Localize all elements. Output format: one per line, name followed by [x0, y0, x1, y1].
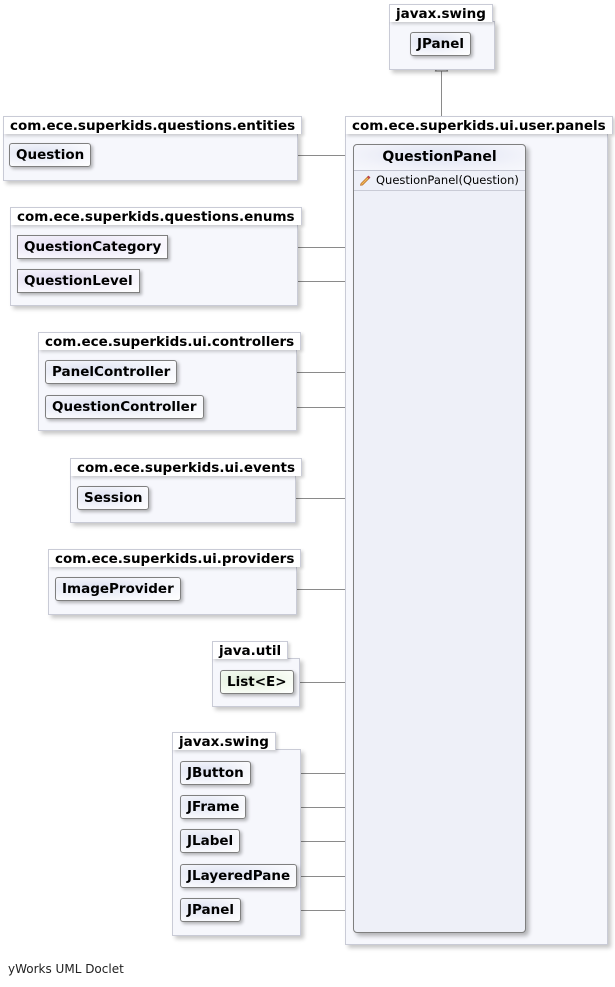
package-tab: com.ece.superkids.questions.entities — [3, 116, 303, 134]
class-question-level[interactable]: QuestionLevel — [17, 269, 140, 293]
class-jpanel-super[interactable]: JPanel — [410, 32, 472, 56]
class-jlabel[interactable]: JLabel — [180, 829, 241, 853]
class-question-panel[interactable]: QuestionPanel QuestionPanel(Question) — [353, 144, 526, 933]
class-panel-controller[interactable]: PanelController — [45, 360, 178, 384]
package-tab: com.ece.superkids.ui.user.panels — [345, 116, 613, 134]
package-questions-entities: com.ece.superkids.questions.entities Que… — [3, 116, 303, 181]
class-question-category[interactable]: QuestionCategory — [17, 235, 169, 259]
class-jlayeredpane[interactable]: JLayeredPane — [180, 864, 298, 888]
footer-credit: yWorks UML Doclet — [8, 962, 124, 976]
package-javax-swing-super: javax.swing JPanel — [389, 4, 495, 70]
class-list[interactable]: List<E> — [220, 670, 294, 694]
package-ui-providers: com.ece.superkids.ui.providers ImageProv… — [48, 549, 302, 615]
package-tab: javax.swing — [389, 4, 493, 22]
class-title: QuestionPanel — [354, 145, 525, 171]
package-tab: java.util — [212, 641, 289, 659]
package-tab: javax.swing — [172, 732, 276, 750]
class-image-provider[interactable]: ImageProvider — [55, 577, 181, 601]
pencil-icon — [360, 175, 371, 186]
package-questions-enums: com.ece.superkids.questions.enums Questi… — [10, 207, 302, 306]
constructor-signature: QuestionPanel(Question) — [376, 173, 519, 187]
package-java-util: java.util List<E> — [212, 641, 300, 707]
class-session[interactable]: Session — [77, 486, 150, 510]
class-question[interactable]: Question — [9, 143, 92, 167]
package-tab: com.ece.superkids.questions.enums — [10, 207, 302, 225]
package-ui-controllers: com.ece.superkids.ui.controllers PanelCo… — [38, 332, 302, 431]
package-ui-events: com.ece.superkids.ui.events Session — [70, 458, 303, 523]
package-tab: com.ece.superkids.ui.providers — [48, 549, 302, 567]
class-question-controller[interactable]: QuestionController — [45, 395, 204, 419]
package-tab: com.ece.superkids.ui.controllers — [38, 332, 302, 350]
class-jpanel[interactable]: JPanel — [180, 898, 242, 922]
class-jbutton[interactable]: JButton — [180, 761, 251, 785]
constructor-row[interactable]: QuestionPanel(Question) — [354, 171, 525, 191]
package-javax-swing: javax.swing JButton JFrame JLabel JLayer… — [172, 732, 301, 936]
package-tab: com.ece.superkids.ui.events — [70, 458, 303, 476]
class-jframe[interactable]: JFrame — [180, 795, 247, 819]
